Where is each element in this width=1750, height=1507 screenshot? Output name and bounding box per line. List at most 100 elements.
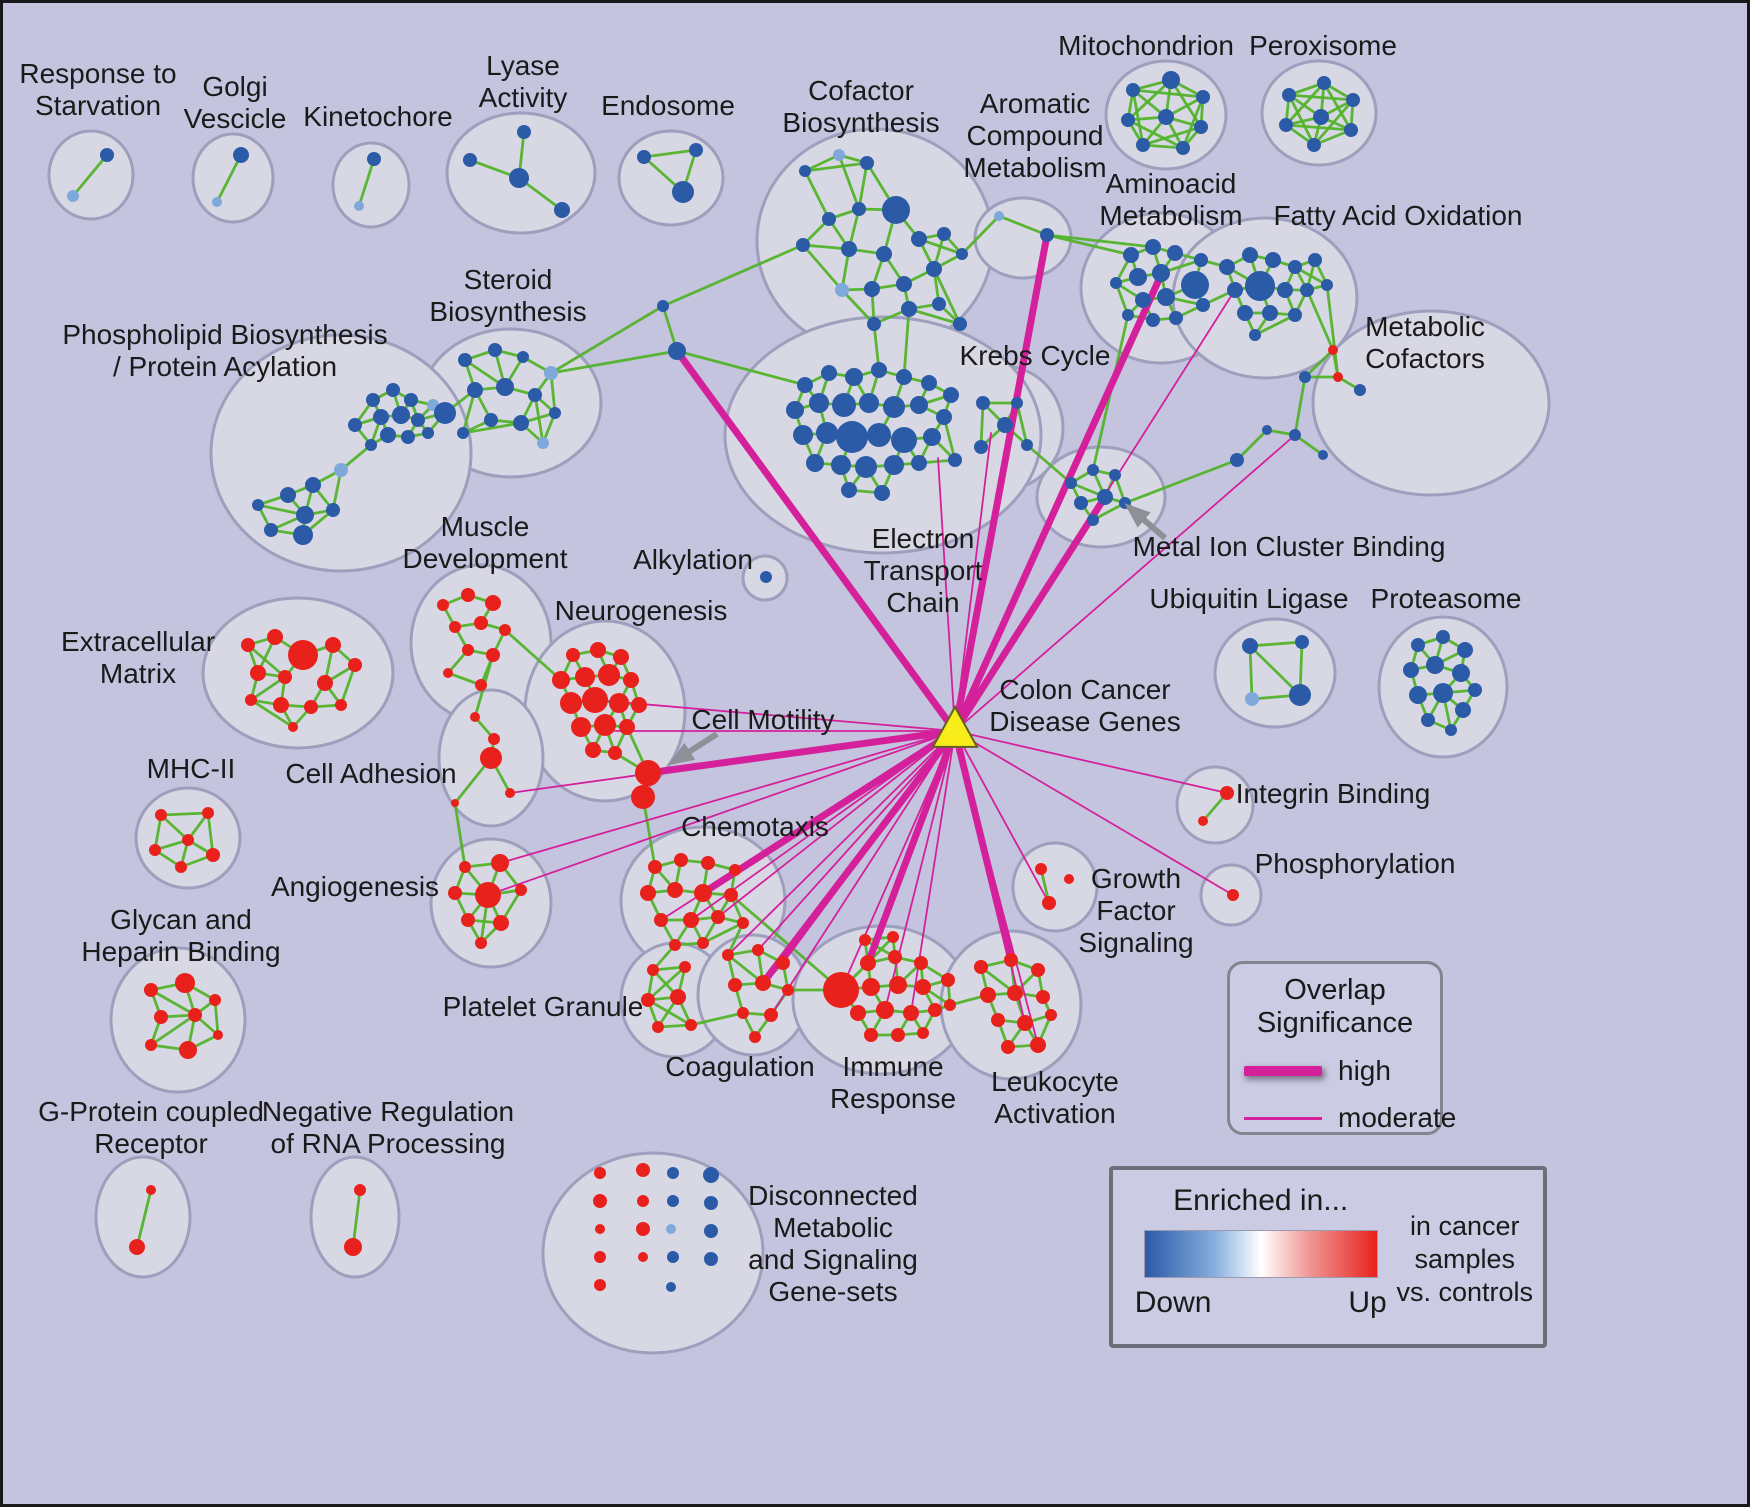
gene-set-node (250, 665, 266, 681)
gene-set-node (1265, 252, 1281, 268)
cluster-label-mhc-ii: MHC-II (147, 753, 236, 784)
overlap-edge-high (864, 727, 959, 967)
cluster-label-krebs-cycle: Krebs Cycle (960, 340, 1111, 371)
gene-set-node (1436, 630, 1450, 644)
gene-set-node (288, 640, 318, 670)
legend-overlap-significance: Overlap Significance high moderate (1227, 961, 1456, 1135)
gene-set-node (859, 934, 871, 946)
gene-set-node (685, 1019, 697, 1031)
gene-set-node (876, 246, 892, 262)
gene-set-edge (247, 643, 286, 679)
hub-layer (931, 704, 979, 748)
gene-set-node (823, 972, 859, 1008)
legend-enriched-scale: Down Up (1135, 1286, 1387, 1320)
gene-set-node (638, 1252, 648, 1262)
gene-set-node (864, 281, 880, 297)
cluster-label-coagulation: Coagulation (665, 1051, 814, 1082)
inter-cluster-edge (550, 304, 664, 375)
gene-set-node (401, 430, 415, 444)
gene-set-node (233, 147, 249, 163)
gene-set-node (974, 440, 988, 454)
gene-set-node (921, 375, 937, 391)
gene-set-node (517, 351, 529, 363)
gene-set-node (1042, 896, 1056, 910)
gene-set-node (325, 637, 341, 653)
gene-set-node (1230, 453, 1244, 467)
gene-set-node (348, 658, 362, 672)
gene-set-edge (932, 268, 962, 325)
gene-set-node (1354, 384, 1366, 396)
gene-set-node (903, 1005, 919, 1021)
gene-set-node (833, 149, 845, 161)
gene-set-node (537, 437, 549, 449)
legend-enriched-note: in cancer samples vs. controls (1396, 1182, 1533, 1336)
gene-set-node (1277, 282, 1293, 298)
gene-set-node (636, 1222, 650, 1236)
overlap-edge-moderate (757, 730, 956, 951)
gene-set-node (179, 1041, 197, 1059)
gene-set-node (1411, 638, 1425, 652)
enrichment-gradient-bar (1143, 1230, 1378, 1278)
gene-set-node (831, 455, 851, 475)
gene-set-node (386, 383, 400, 397)
gene-set-edge (160, 811, 209, 817)
cluster-label-fatty-acid-oxidation: Fatty Acid Oxidation (1273, 200, 1522, 231)
gene-set-edge (702, 921, 744, 945)
inter-cluster-edge (1124, 458, 1238, 505)
moderate-significance-label: moderate (1338, 1102, 1457, 1133)
gene-set-node (867, 317, 881, 331)
gene-set-node (1289, 684, 1311, 706)
gene-set-node (544, 366, 558, 380)
gene-set-node (871, 362, 887, 378)
gene-set-node (608, 746, 622, 760)
gene-set-edge (1015, 402, 1029, 446)
gene-set-node (1308, 253, 1322, 267)
gene-set-node (928, 1003, 942, 1017)
gene-set-edge (357, 158, 376, 207)
cluster-label-proteasome: Proteasome (1371, 583, 1522, 614)
cluster-bubble-disconnected-gene-sets (541, 1151, 765, 1355)
gene-set-node (1136, 138, 1150, 152)
overlap-edge-moderate (770, 730, 956, 1016)
gene-set-node (585, 742, 601, 758)
gene-set-node (914, 956, 928, 970)
gene-set-node (1318, 450, 1328, 460)
cluster-label-angiogenesis: Angiogenesis (271, 871, 439, 902)
gene-set-edge (1127, 118, 1184, 150)
gene-set-node (974, 960, 988, 974)
gene-set-node (317, 675, 333, 691)
gene-set-node (836, 421, 868, 453)
cluster-label-phospholipid-biosynthesis-protein-acylation: Phospholipid Biosynthesis/ Protein Acyla… (62, 319, 387, 382)
gene-set-edge (804, 153, 840, 173)
gene-set-node (499, 624, 511, 636)
metal-ion-cluster-binding-arrow (1124, 503, 1167, 541)
overlap-edge-moderate (937, 457, 956, 732)
gene-set-node (1455, 702, 1471, 718)
gene-set-edge (801, 244, 844, 291)
gene-set-node (619, 719, 635, 735)
overlap-edge-moderate (499, 730, 956, 864)
gene-set-node (631, 785, 655, 809)
gene-set-node (1295, 635, 1309, 649)
gene-set-node (470, 712, 480, 722)
gene-set-node (1227, 282, 1243, 298)
gene-set-node (994, 211, 1004, 221)
gene-set-node (1313, 109, 1329, 125)
gene-set-node (154, 1010, 168, 1024)
gene-set-node (1409, 686, 1427, 704)
gene-set-node (613, 649, 629, 665)
gene-set-node (554, 202, 570, 218)
gene-set-node (867, 423, 891, 447)
gene-set-node (595, 1224, 605, 1234)
gene-set-node (887, 931, 899, 943)
gene-set-node (241, 638, 255, 652)
gene-set-edge (837, 154, 861, 210)
hub-triangle-colon-cancer-disease-genes (931, 704, 979, 748)
